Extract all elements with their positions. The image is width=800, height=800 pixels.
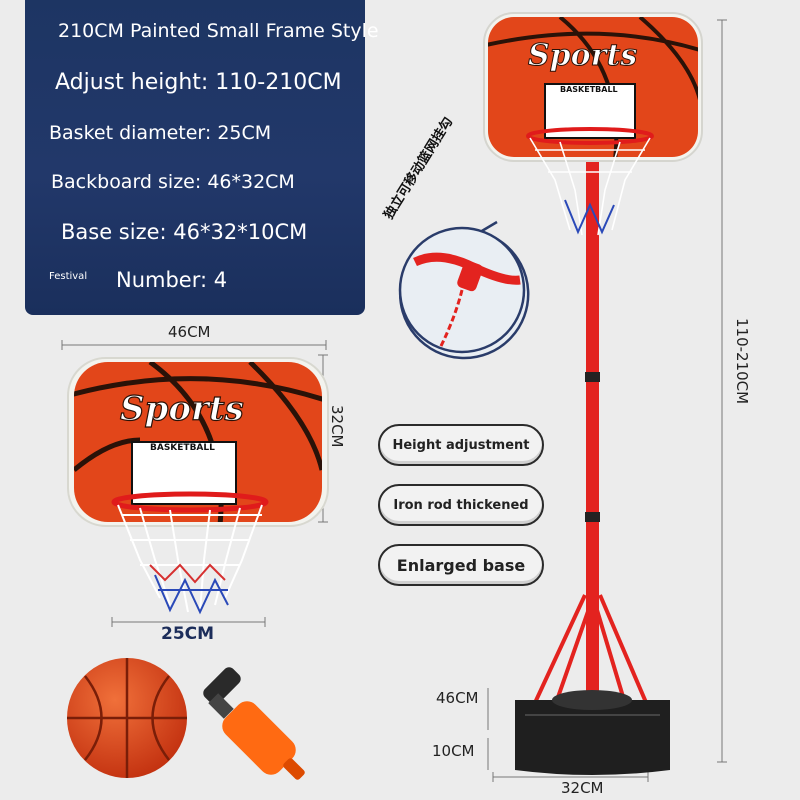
spec-panel: 210CM Painted Small Frame Style Adjust h… xyxy=(25,0,379,315)
dimension-lines xyxy=(61,19,727,782)
feature-enlarged-base: Enlarged base xyxy=(378,544,544,586)
spec-backboard: Backboard size: 46*32CM xyxy=(51,171,295,193)
board-height-label: 32CM xyxy=(328,405,346,448)
spec-festival: Festival xyxy=(49,271,88,282)
spec-base: Base size: 46*32*10CM xyxy=(61,220,308,244)
base-depth-label: 46CM xyxy=(436,689,479,707)
rim-diameter-label: 25CM xyxy=(161,624,215,644)
spec-number: Number: 4 xyxy=(116,268,228,292)
basketball-icon xyxy=(67,658,187,778)
hook-callout xyxy=(398,220,530,360)
backboard-label: BASKETBALL xyxy=(150,443,215,453)
spec-basket: Basket diameter: 25CM xyxy=(49,122,272,144)
total-height-label: 110-210CM xyxy=(733,318,751,405)
stand-backboard-brand: Sports xyxy=(528,38,637,73)
base-width-label: 32CM xyxy=(561,779,604,797)
feature-iron-rod: Iron rod thickened xyxy=(378,484,544,526)
spec-height: Adjust height: 110-210CM xyxy=(55,70,342,95)
spec-title: 210CM Painted Small Frame Style xyxy=(58,20,379,42)
stand-backboard-label: BASKETBALL xyxy=(560,85,618,94)
backboard-detail: Sports BASKETBALL xyxy=(67,357,329,615)
pump-icon xyxy=(203,667,305,780)
backboard-brand: Sports xyxy=(120,389,244,429)
feature-height-adjustment: Height adjustment xyxy=(378,424,544,466)
basketball-stand: Sports BASKETBALL xyxy=(483,12,703,775)
board-width-label: 46CM xyxy=(168,323,211,341)
base-height-label: 10CM xyxy=(432,742,475,760)
